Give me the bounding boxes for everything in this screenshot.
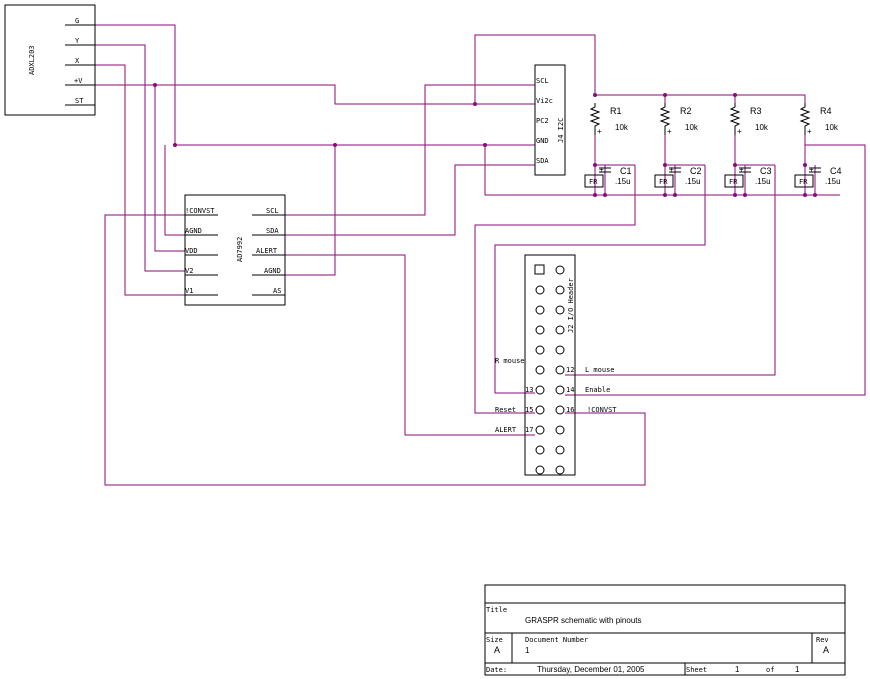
adc-pin-convst: !CONVST [185, 207, 215, 215]
c1-value: .15u [615, 177, 631, 186]
r4-value: 10k [825, 123, 839, 132]
header-convst: !CONVST [587, 406, 617, 414]
title-label: Title [486, 606, 507, 614]
ad7992-ref: AD7992 [236, 237, 244, 262]
adc-pin-scl: SCL [266, 207, 279, 215]
fsr-cap-4: FR + C4 .15u [794, 165, 842, 188]
c3-plus: + [739, 165, 744, 174]
of-label: of [766, 666, 774, 674]
size-label: Size [486, 636, 503, 644]
date-value: Thursday, December 01, 2005 [537, 665, 645, 674]
adc-pin-v1: V1 [185, 287, 193, 295]
ad7992-chip: AD7992 !CONVST AGND VDD V2 V1 SCL SDA AL… [184, 194, 286, 306]
c1-plus: + [599, 165, 604, 174]
resistor-r3: R3 10k + [729, 103, 769, 136]
j2-io-header: J2 I/O Header R mouse 13 Reset 15 ALERT … [495, 254, 617, 476]
rev-value: A [823, 645, 829, 655]
adc-pin-agnd-left: AGND [185, 227, 202, 235]
r2-ref: R2 [680, 106, 692, 116]
fsr-cap-2: FR + C2 .15u [654, 165, 702, 188]
header-pins [535, 265, 565, 475]
header-pin-16: 16 [566, 406, 574, 414]
c4-plus: + [809, 165, 814, 174]
j4-pin-vi2c: Vi2c [536, 97, 553, 105]
c4-value: .15u [825, 177, 841, 186]
r3-value: 10k [755, 123, 769, 132]
size-value: A [494, 645, 500, 655]
adxl-pin-y: Y [75, 37, 80, 45]
resistor-r4: R4 10k + [799, 103, 839, 136]
resistor-r2: R2 10k + [659, 103, 699, 136]
j4-pin-scl: SCL [536, 77, 549, 85]
header-pin-14: 14 [566, 386, 574, 394]
r2-plus: + [667, 127, 672, 136]
wires [95, 24, 866, 486]
header-pin-15: 15 [525, 406, 533, 414]
j4-pin-pc2: PC2 [536, 117, 549, 125]
j4-i2c-connector: J4 I2C SCL Vi2c PC2 GND SDA [534, 64, 566, 176]
header-l-mouse: L mouse [585, 366, 615, 374]
resistor-r1: R1 10k + [589, 103, 629, 136]
fsr-2-label: FR [659, 178, 668, 186]
header-enable: Enable [585, 386, 610, 394]
c4-ref: C4 [830, 166, 842, 176]
r4-ref: R4 [820, 106, 832, 116]
sheet-label: Sheet [686, 666, 707, 674]
of-value: 1 [795, 665, 800, 674]
docnum-label: Document Number [525, 636, 588, 644]
r3-plus: + [737, 127, 742, 136]
r1-plus: + [597, 127, 602, 136]
fsr-1-label: FR [589, 178, 598, 186]
fsr-cap-3: FR + C3 .15u [724, 165, 772, 188]
adc-pin-v2: V2 [185, 267, 193, 275]
header-alert: ALERT [495, 426, 517, 434]
header-r-mouse: R mouse [495, 357, 525, 365]
fsr-cap-1: FR + C1 .15u [584, 165, 632, 188]
adc-pin-vdd: VDD [185, 247, 198, 255]
j4-ref: J4 I2C [557, 118, 565, 143]
c3-value: .15u [755, 177, 771, 186]
adc-pin-alert: ALERT [256, 247, 278, 255]
header-pin-12: 12 [566, 366, 574, 374]
header-reset: Reset [495, 406, 516, 414]
r4-plus: + [807, 127, 812, 136]
adxl-pin-st: ST [75, 97, 84, 105]
docnum-value: 1 [525, 646, 530, 655]
date-label: Date: [486, 666, 507, 674]
c1-ref: C1 [620, 166, 632, 176]
r1-value: 10k [615, 123, 629, 132]
fsr-4-label: FR [799, 178, 808, 186]
adxl203-ref: ADXL203 [28, 45, 36, 75]
c2-plus: + [669, 165, 674, 174]
title-block: Title GRASPR schematic with pinouts Size… [484, 584, 846, 676]
header-pin-13: 13 [525, 386, 533, 394]
adxl-pin-g: G [75, 17, 79, 25]
adc-pin-agnd-right: AGND [264, 267, 281, 275]
c2-value: .15u [685, 177, 701, 186]
rev-label: Rev [816, 636, 829, 644]
adxl-pin-x: X [75, 57, 80, 65]
c2-ref: C2 [690, 166, 702, 176]
j2-ref: J2 I/O Header [567, 278, 575, 333]
adc-pin-sda: SDA [266, 227, 279, 235]
header-pin-17: 17 [525, 426, 533, 434]
adxl-pin-vplus: +V [74, 77, 83, 85]
sheet-value: 1 [735, 665, 740, 674]
r3-ref: R3 [750, 106, 762, 116]
j4-pin-gnd: GND [536, 137, 549, 145]
title-value: GRASPR schematic with pinouts [525, 616, 642, 625]
junction-dots [153, 83, 817, 197]
j4-pin-sda: SDA [536, 157, 549, 165]
r1-ref: R1 [610, 106, 622, 116]
adc-pin-as: AS [273, 287, 281, 295]
adxl203-chip: ADXL203 G Y X +V ST [4, 4, 96, 116]
c3-ref: C3 [760, 166, 772, 176]
r2-value: 10k [685, 123, 699, 132]
fsr-3-label: FR [729, 178, 738, 186]
